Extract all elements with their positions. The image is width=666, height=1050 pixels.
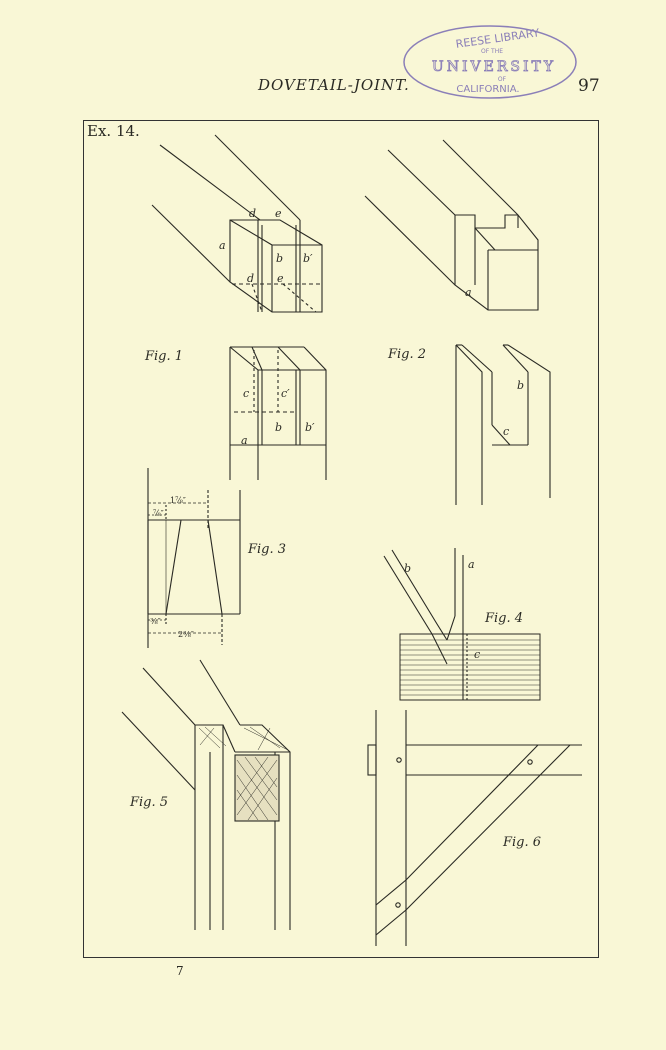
signature-mark: 7	[176, 964, 184, 978]
fig1-label-d: d	[249, 207, 256, 220]
fig1-label-c: c	[243, 387, 249, 400]
fig2-caption: Fig. 2	[387, 347, 426, 362]
fig3-dim-bottom-inner: ⅜″	[150, 617, 161, 626]
fig4-label-b: b	[404, 562, 411, 575]
fig1-label-b2: b	[275, 421, 282, 434]
fig3-dim-top-inner: ⅞″	[153, 509, 164, 518]
fig1-upper-drawing	[151, 134, 323, 313]
fig1-label-e-lower: e	[277, 272, 284, 285]
fig2-label-a: a	[465, 286, 472, 299]
fig4-label-a: a	[468, 558, 475, 571]
fig4-caption: Fig. 4	[484, 611, 523, 626]
fig2-label-b: b	[517, 379, 524, 392]
stamp-line5: CALIFORNIA.	[456, 84, 519, 95]
stamp-line4: OF	[498, 76, 507, 83]
fig3-dim-top-outer: 1⅞″	[170, 496, 186, 505]
fig4-hatching	[400, 639, 540, 696]
fig1-label-b-prime2: b′	[305, 421, 315, 434]
fig6-caption: Fig. 6	[502, 835, 541, 850]
fig4-drawing	[383, 548, 541, 701]
stamp-line3: UNIVERSITY	[432, 59, 556, 75]
fig1-label-b-prime: b′	[303, 252, 313, 265]
fig2-label-c: c	[503, 425, 509, 438]
fig5-caption: Fig. 5	[129, 795, 168, 810]
fig3-dim-bottom-outer: 2⅜″	[178, 630, 194, 639]
fig1-label-c-prime: c′	[281, 387, 290, 400]
page-number: 97	[578, 76, 600, 96]
library-stamp: REESE LIBRARY OF THE UNIVERSITY OF CALIF…	[403, 25, 577, 99]
fig3-caption: Fig. 3	[247, 542, 286, 557]
fig6-drawing	[367, 710, 582, 946]
fig1-label-e: e	[275, 207, 282, 220]
fig2-upper-drawing	[364, 139, 539, 311]
fig4-label-c: c	[474, 648, 480, 661]
fig5-end-grain	[198, 726, 289, 821]
stamp-line2: OF THE	[481, 48, 503, 55]
running-head: DOVETAIL-JOINT.	[258, 76, 410, 94]
fig1-label-d-lower: d	[247, 272, 254, 285]
fig1-lower-drawing	[229, 346, 327, 480]
fig1-label-b: b	[276, 252, 283, 265]
fig1-caption: Fig. 1	[144, 349, 183, 364]
exercise-label: Ex. 14.	[87, 122, 140, 140]
fig5-drawing	[121, 659, 291, 930]
fig2-lower-drawing	[455, 344, 551, 505]
fig3-drawing	[147, 468, 241, 648]
fig1-label-a: a	[219, 239, 226, 252]
plate-frame	[83, 120, 599, 958]
fig1-label-a2: a	[241, 434, 248, 447]
